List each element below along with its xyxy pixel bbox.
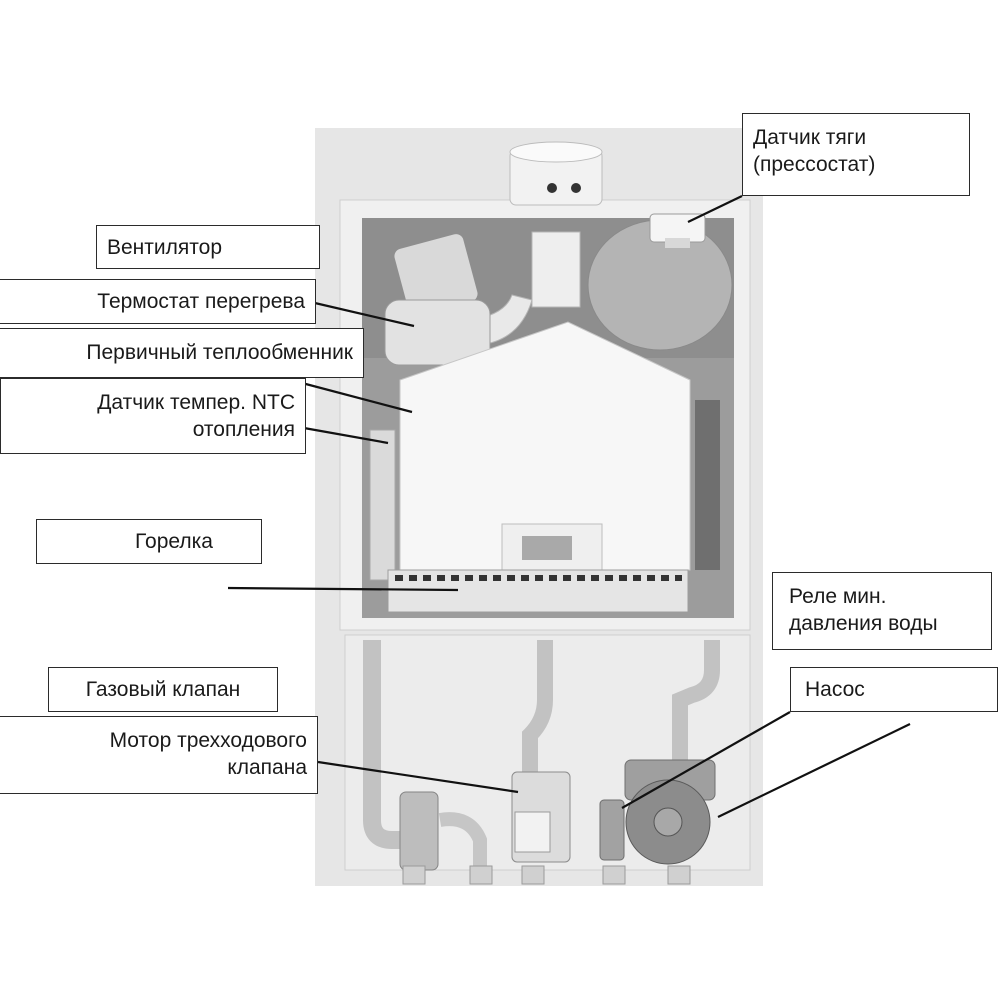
label-gas-valve: Газовый клапан [48,667,278,712]
label-three-way-motor-line-2: клапана [227,756,307,779]
pressostat-nozzle [665,238,690,248]
leader-lines [227,195,911,818]
label-ntc-sensor-line-1: Датчик темпер. NTC [97,391,295,414]
gas-valve-coil [514,811,551,853]
fan-housing [384,299,491,366]
valve-loop-pipe [438,812,487,870]
connector-5 [667,865,691,885]
label-water-pressure-relay: Реле мин. давления воды [772,572,992,650]
sight-window-glass [522,536,572,560]
label-ntc-sensor-line-2: отопления [192,418,295,441]
label-draft-sensor: Датчик тяги (прессостат) [742,113,970,196]
connector-2 [469,865,493,885]
leader-overheat-thermostat [301,298,415,328]
flue-port-left [547,183,557,193]
leader-draft-sensor [687,195,743,223]
label-fan-text: Вентилятор [107,236,222,259]
center-gas-pipe [522,640,553,780]
label-primary-heat-exchanger-text: Первичный теплообменник [86,341,353,364]
flue-port-right [571,183,581,193]
label-draft-sensor-line-1: Датчик тяги [753,126,867,149]
label-overheat-thermostat-text: Термостат перегрева [97,290,305,313]
three-way-valve [399,791,439,871]
right-chamber-pipe [695,400,720,570]
label-burner-text: Горелка [135,530,213,553]
leader-ntc-sensor [303,426,389,445]
pump-cap [653,807,683,837]
label-ntc-sensor: Датчик темпер. NTC отопления [0,378,306,454]
label-burner: Горелка [36,519,262,564]
label-three-way-motor-line-1: Мотор трехходового [109,729,307,752]
heat-exchanger-hood [399,321,691,571]
label-draft-sensor-line-2: (прессостат) [753,153,876,176]
left-water-pipe [363,640,430,849]
label-water-pressure-relay-line-2: давления воды [789,612,938,635]
leader-burner [227,586,459,592]
label-pump-text: Насос [805,678,865,701]
leader-pump [621,711,791,809]
connector-4 [602,865,626,885]
connector-1 [402,865,426,885]
bottom-connectors [402,865,691,885]
right-water-pipe [672,640,720,760]
label-fan: Вентилятор [96,225,320,269]
flue-outlet-top [509,141,603,163]
leader-pressure-relay [717,723,911,818]
pressure-relay-fitting [599,799,625,861]
label-pump: Насос [790,667,998,712]
connector-3 [521,865,545,885]
label-three-way-motor: Мотор трехходового клапана [0,716,318,794]
leader-primary-heat-exchanger [301,381,413,414]
label-overheat-thermostat: Термостат перегрева [0,279,316,324]
flue-pipe [531,231,581,308]
left-chamber-pipe [369,429,396,581]
label-water-pressure-relay-line-1: Реле мин. [789,585,887,608]
label-primary-heat-exchanger: Первичный теплообменник [0,328,364,378]
label-gas-valve-text: Газовый клапан [85,678,241,701]
leader-three-way-motor [317,760,519,794]
